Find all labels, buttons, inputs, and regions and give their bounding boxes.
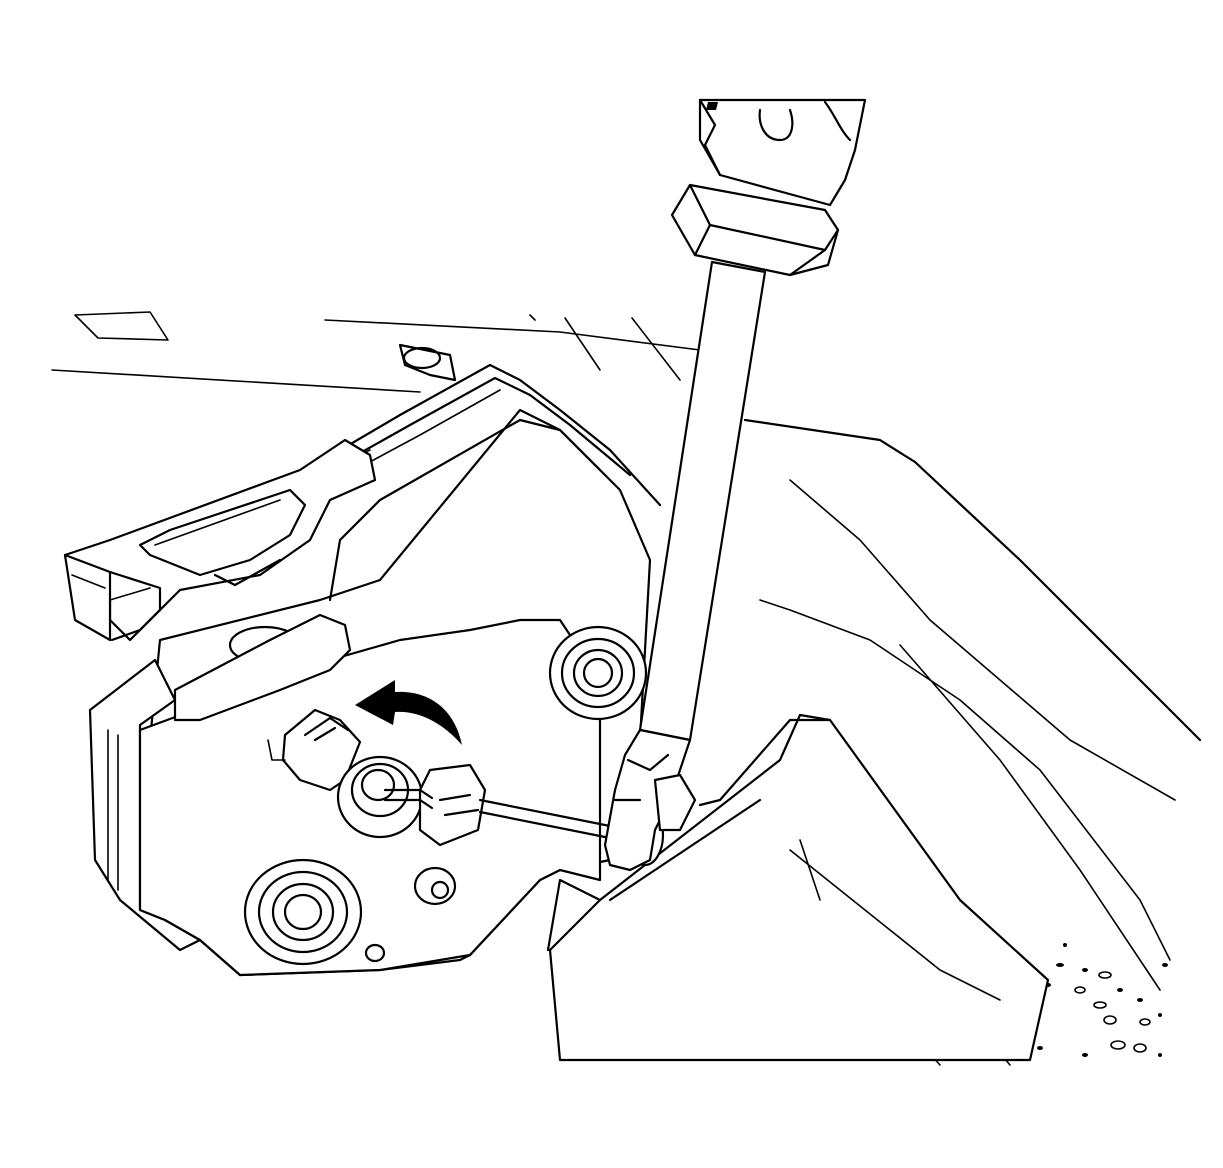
latch-support-bracket <box>546 713 1050 1062</box>
hood-latch-assembly <box>88 408 652 977</box>
screwdriver-shaft <box>638 260 767 742</box>
mounting-bolt-hole-lower <box>243 858 363 966</box>
rotation-direction-arrow <box>355 680 462 745</box>
cable-end-fitting <box>267 708 487 847</box>
rivet <box>413 866 457 906</box>
screwdriver-ferrule <box>670 183 840 277</box>
flat-blade-screwdriver <box>603 98 867 872</box>
mounting-bolt-hole-upper <box>548 625 648 721</box>
electrical-connector <box>63 343 662 642</box>
pin <box>364 943 386 963</box>
screwdriver-handle <box>698 98 867 207</box>
